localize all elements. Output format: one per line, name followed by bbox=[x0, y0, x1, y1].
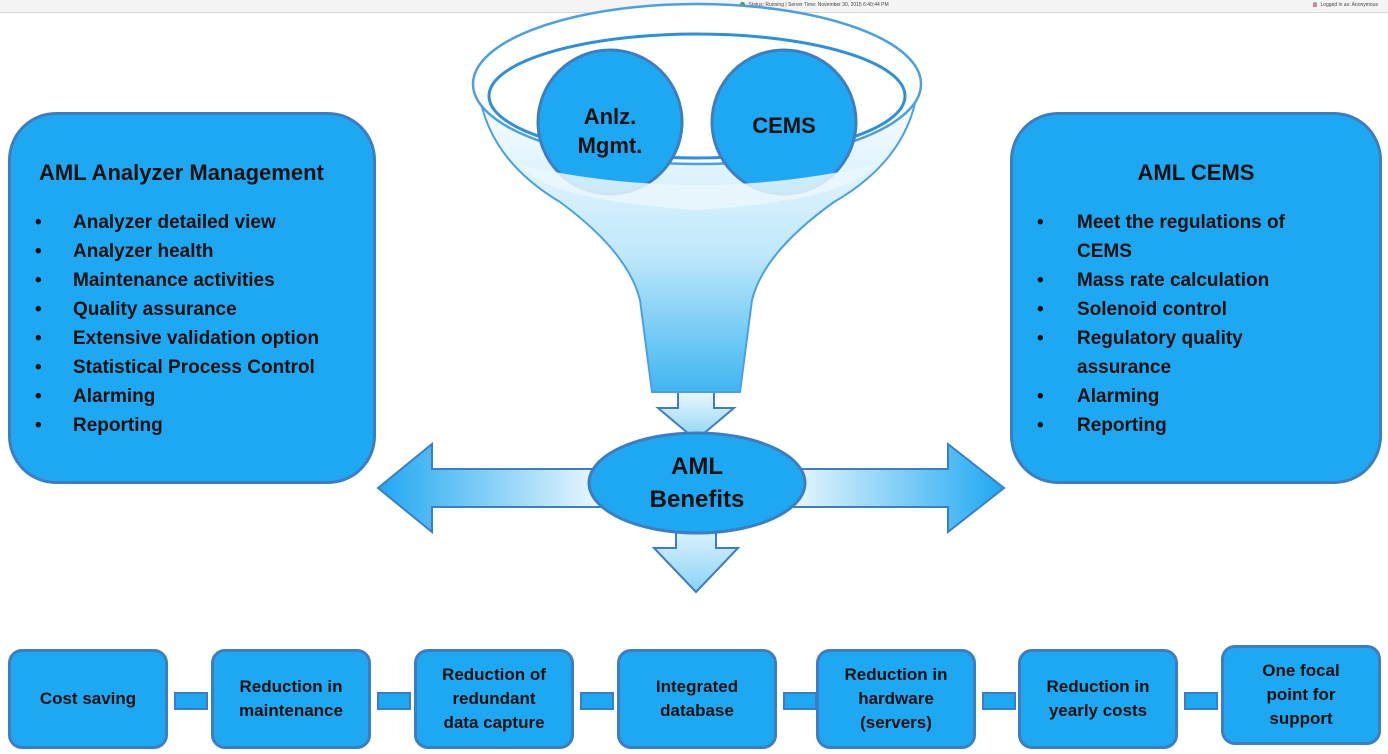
aml-benefits-ellipse bbox=[587, 431, 807, 535]
aml-benefits-label-2: Benefits bbox=[650, 486, 745, 513]
benefit-line: Reduction in bbox=[239, 677, 343, 696]
right-panel-list: Meet the regulations of CEMS Mass rate c… bbox=[1013, 208, 1379, 440]
connector bbox=[1184, 692, 1218, 710]
right-arrow bbox=[789, 441, 1006, 535]
benefit-reduction-hardware: Reduction in hardware (servers) bbox=[816, 649, 976, 749]
benefit-line: Reduction in bbox=[844, 665, 948, 684]
aml-cems-panel: AML CEMS Meet the regulations of CEMS Ma… bbox=[1010, 112, 1382, 484]
user-icon bbox=[1313, 2, 1318, 8]
connector bbox=[377, 692, 411, 710]
circle-anlz-label-1: Anlz. bbox=[584, 104, 637, 129]
benefit-line: support bbox=[1269, 709, 1333, 728]
connector bbox=[982, 692, 1016, 710]
benefit-reduction-redundant-data: Reduction of redundant data capture bbox=[414, 649, 574, 749]
circle-anlz-label-2: Mgmt. bbox=[578, 133, 643, 158]
benefit-one-focal-point: One focal point for support bbox=[1221, 645, 1381, 745]
benefit-line: yearly costs bbox=[1048, 701, 1148, 720]
aml-benefits-label-1: AML bbox=[671, 453, 723, 480]
left-arrow bbox=[376, 441, 601, 535]
right-panel-title: AML CEMS bbox=[1137, 160, 1255, 185]
right-panel-item: Regulatory quality assurance bbox=[1013, 324, 1317, 382]
benefit-line: hardware bbox=[858, 689, 934, 708]
left-panel-item: Reporting bbox=[11, 411, 373, 440]
left-panel-item: Analyzer detailed view bbox=[11, 208, 373, 237]
aml-analyzer-management-panel: AML Analyzer Management Analyzer detaile… bbox=[8, 112, 376, 484]
left-panel-title: AML Analyzer Management bbox=[39, 160, 324, 185]
right-panel-item: Solenoid control bbox=[1013, 295, 1317, 324]
benefit-line: database bbox=[660, 701, 734, 720]
left-panel-item: Analyzer health bbox=[11, 237, 373, 266]
benefit-line: maintenance bbox=[239, 701, 343, 720]
benefit-line: One focal bbox=[1262, 661, 1340, 680]
benefit-line: Integrated bbox=[655, 677, 739, 696]
benefit-line: redundant bbox=[452, 689, 536, 708]
circle-cems-label: CEMS bbox=[752, 113, 816, 138]
benefit-line: Reduction in bbox=[1046, 677, 1150, 696]
left-panel-item: Alarming bbox=[11, 382, 373, 411]
funnel-down-arrow bbox=[655, 391, 737, 442]
right-panel-item: Alarming bbox=[1013, 382, 1317, 411]
connector bbox=[174, 692, 208, 710]
left-panel-item: Extensive validation option bbox=[11, 324, 373, 353]
benefit-reduction-yearly-costs: Reduction in yearly costs bbox=[1018, 649, 1178, 749]
connector bbox=[783, 692, 817, 710]
right-panel-item: Meet the regulations of CEMS bbox=[1013, 208, 1317, 266]
left-panel-item: Statistical Process Control bbox=[11, 353, 373, 382]
benefit-cost-saving: Cost saving bbox=[8, 649, 168, 749]
benefit-line: Cost saving bbox=[39, 689, 137, 708]
benefit-line: Reduction of bbox=[442, 665, 546, 684]
benefit-line: point for bbox=[1266, 685, 1336, 704]
status-bar-right: Logged in as: Anonymous bbox=[1313, 2, 1378, 8]
status-text: Status: Running | Server Time: November … bbox=[748, 2, 889, 8]
left-panel-list: Analyzer detailed view Analyzer health M… bbox=[11, 208, 373, 440]
benefit-line: (servers) bbox=[860, 713, 932, 732]
left-panel-item: Maintenance activities bbox=[11, 266, 373, 295]
funnel-front-lip bbox=[520, 165, 874, 210]
right-panel-item: Reporting bbox=[1013, 411, 1317, 440]
connector bbox=[580, 692, 614, 710]
left-panel-item: Quality assurance bbox=[11, 295, 373, 324]
logged-in-text: Logged in as: Anonymous bbox=[1320, 2, 1378, 8]
benefit-reduction-maintenance: Reduction in maintenance bbox=[211, 649, 371, 749]
right-panel-item: Mass rate calculation bbox=[1013, 266, 1317, 295]
benefit-line: data capture bbox=[443, 713, 545, 732]
benefit-integrated-database: Integrated database bbox=[617, 649, 777, 749]
